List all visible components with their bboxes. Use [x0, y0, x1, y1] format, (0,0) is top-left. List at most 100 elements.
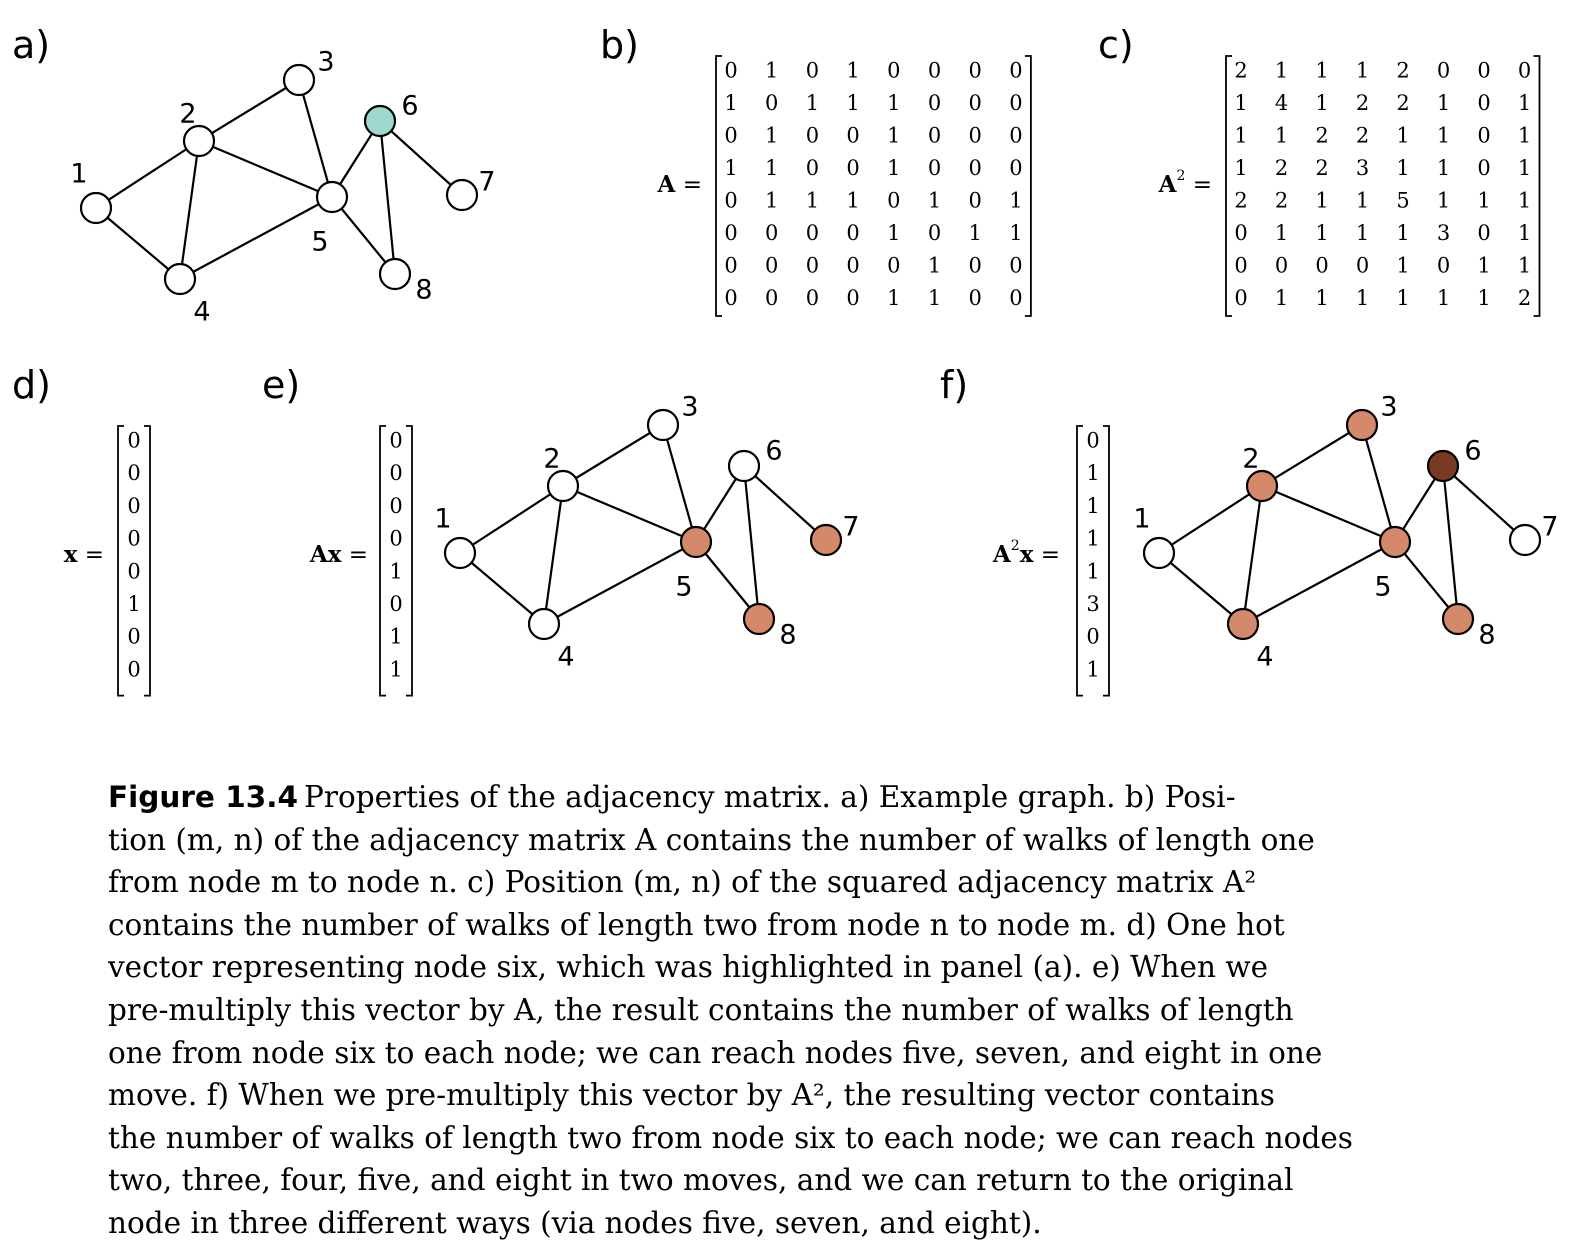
panel-f-entry: 1	[1086, 559, 1099, 583]
panel-b-cell: 0	[765, 221, 778, 245]
panel-b-cell: 0	[765, 91, 778, 115]
panel-b-cell: 1	[887, 286, 900, 310]
panel-d-entry: 0	[127, 461, 140, 485]
panel-b-cell: 0	[969, 254, 982, 278]
panel-c-cell: 1	[1518, 156, 1531, 180]
panel-c-cell: 0	[1234, 221, 1247, 245]
panel-c-cell: 1	[1437, 124, 1450, 148]
panel-c-cell: 1	[1396, 254, 1409, 278]
panel-e-node-7	[809, 523, 843, 557]
panel-c-cell: 2	[1356, 124, 1369, 148]
panel-a-edge-2-3	[198, 79, 300, 142]
panel-c-cell: 1	[1518, 254, 1531, 278]
panel-c-cell: 2	[1315, 156, 1328, 180]
panel-f-node-8	[1441, 602, 1475, 636]
panel-b-cell: 1	[887, 124, 900, 148]
panel-f-node-label-6: 6	[1464, 436, 1481, 467]
panel-a-node-4	[163, 262, 197, 296]
panel-b-cell: 0	[1009, 59, 1022, 83]
panel-b-cell: 0	[969, 189, 982, 213]
panel-e-entry: 0	[389, 527, 402, 551]
caption-line: vector representing node six, which was …	[108, 950, 1269, 985]
panel-a-edge-5-8	[331, 196, 396, 275]
panel-e-edge-4-5	[543, 541, 697, 625]
panel-a-node-label-6: 6	[401, 91, 418, 122]
panel-f-node-label-8: 8	[1478, 620, 1495, 651]
panel-f-entry: 1	[1086, 657, 1099, 681]
panel-e-node-6	[727, 449, 761, 483]
panel-a-node-5	[315, 180, 349, 214]
panel-a-node-6	[363, 104, 397, 138]
panel-c-cell: 0	[1356, 254, 1369, 278]
panel-a-node-label-4: 4	[193, 297, 210, 328]
panel-label-f: f)	[940, 363, 968, 407]
panel-c-cell: 3	[1437, 221, 1450, 245]
panel-c-cell: 1	[1356, 189, 1369, 213]
panel-label-d: d)	[12, 363, 51, 407]
panel-b-cell: 0	[1009, 254, 1022, 278]
panel-f-node-6	[1426, 449, 1460, 483]
panel-c-cell: 1	[1275, 221, 1288, 245]
panel-b-cell: 0	[846, 254, 859, 278]
panel-d-lhs: x =	[64, 541, 104, 568]
panel-f-node-label-5: 5	[1374, 572, 1391, 603]
panel-b-cell: 1	[969, 221, 982, 245]
panel-a-edge-2-4	[178, 140, 201, 280]
panel-a-node-3	[282, 63, 316, 97]
panel-e-edge-2-4	[542, 485, 565, 625]
panel-b-cell: 0	[765, 254, 778, 278]
panel-d-entry: 0	[127, 625, 140, 649]
panel-e-node-label-1: 1	[434, 504, 451, 535]
panel-a-node-label-1: 1	[70, 159, 87, 190]
panel-c-cell: 1	[1396, 156, 1409, 180]
panel-label-a: a)	[12, 23, 50, 67]
panel-b-right-bracket	[1024, 55, 1032, 317]
panel-a-node-8	[378, 257, 412, 291]
caption-line: tion (m, n) of the adjacency matrix A co…	[108, 822, 1315, 857]
panel-d-entry: 1	[127, 592, 140, 616]
panel-e-node-1	[443, 536, 477, 570]
panel-c-cell: 1	[1437, 156, 1450, 180]
panel-b-cell: 0	[724, 124, 737, 148]
panel-c-cell: 1	[1356, 59, 1369, 83]
panel-e-node-label-5: 5	[675, 572, 692, 603]
panel-b-cell: 0	[724, 59, 737, 83]
panel-f-node-1	[1142, 536, 1176, 570]
panel-f-entry: 0	[1086, 429, 1099, 453]
panel-f-node-label-7: 7	[1541, 512, 1558, 543]
panel-b-cell: 1	[806, 189, 819, 213]
panel-e-edge-1-2	[459, 485, 564, 554]
panel-c-cell: 1	[1518, 124, 1531, 148]
panel-f-edge-6-7	[1442, 465, 1526, 541]
panel-c-cell: 1	[1437, 286, 1450, 310]
panel-f-entry: 3	[1086, 592, 1099, 616]
panel-c-cell: 1	[1356, 221, 1369, 245]
panel-a-node-7	[445, 178, 479, 212]
panel-b-cell: 0	[806, 254, 819, 278]
panel-b-cell: 1	[846, 189, 859, 213]
panel-e-node-5	[679, 525, 713, 559]
panel-f-entry: 1	[1086, 494, 1099, 518]
panel-c-cell: 0	[1477, 124, 1490, 148]
panel-f-node-label-4: 4	[1256, 642, 1273, 673]
panel-f-edge-3-5	[1360, 424, 1397, 543]
panel-b-cell: 1	[846, 59, 859, 83]
panel-e-edge-5-8	[695, 541, 760, 620]
panel-e-edge-6-8	[742, 465, 761, 620]
panel-c-cell: 1	[1396, 124, 1409, 148]
panel-c-cell: 1	[1477, 254, 1490, 278]
panel-b-cell: 1	[765, 124, 778, 148]
panel-c-cell: 0	[1477, 156, 1490, 180]
panel-c-cell: 1	[1315, 221, 1328, 245]
panel-c-cell: 2	[1356, 91, 1369, 115]
panel-b-cell: 0	[724, 189, 737, 213]
panel-b-cell: 1	[765, 59, 778, 83]
panel-f-edge-2-5	[1261, 484, 1396, 544]
panel-c-left-bracket	[1225, 55, 1232, 317]
panel-f-edge-1-2	[1158, 485, 1263, 554]
panel-b-cell: 0	[928, 91, 941, 115]
panel-e-lhs: Ax =	[309, 541, 368, 568]
panel-c-cell: 2	[1396, 91, 1409, 115]
panel-b-cell: 0	[806, 221, 819, 245]
panel-c-cell: 1	[1518, 221, 1531, 245]
